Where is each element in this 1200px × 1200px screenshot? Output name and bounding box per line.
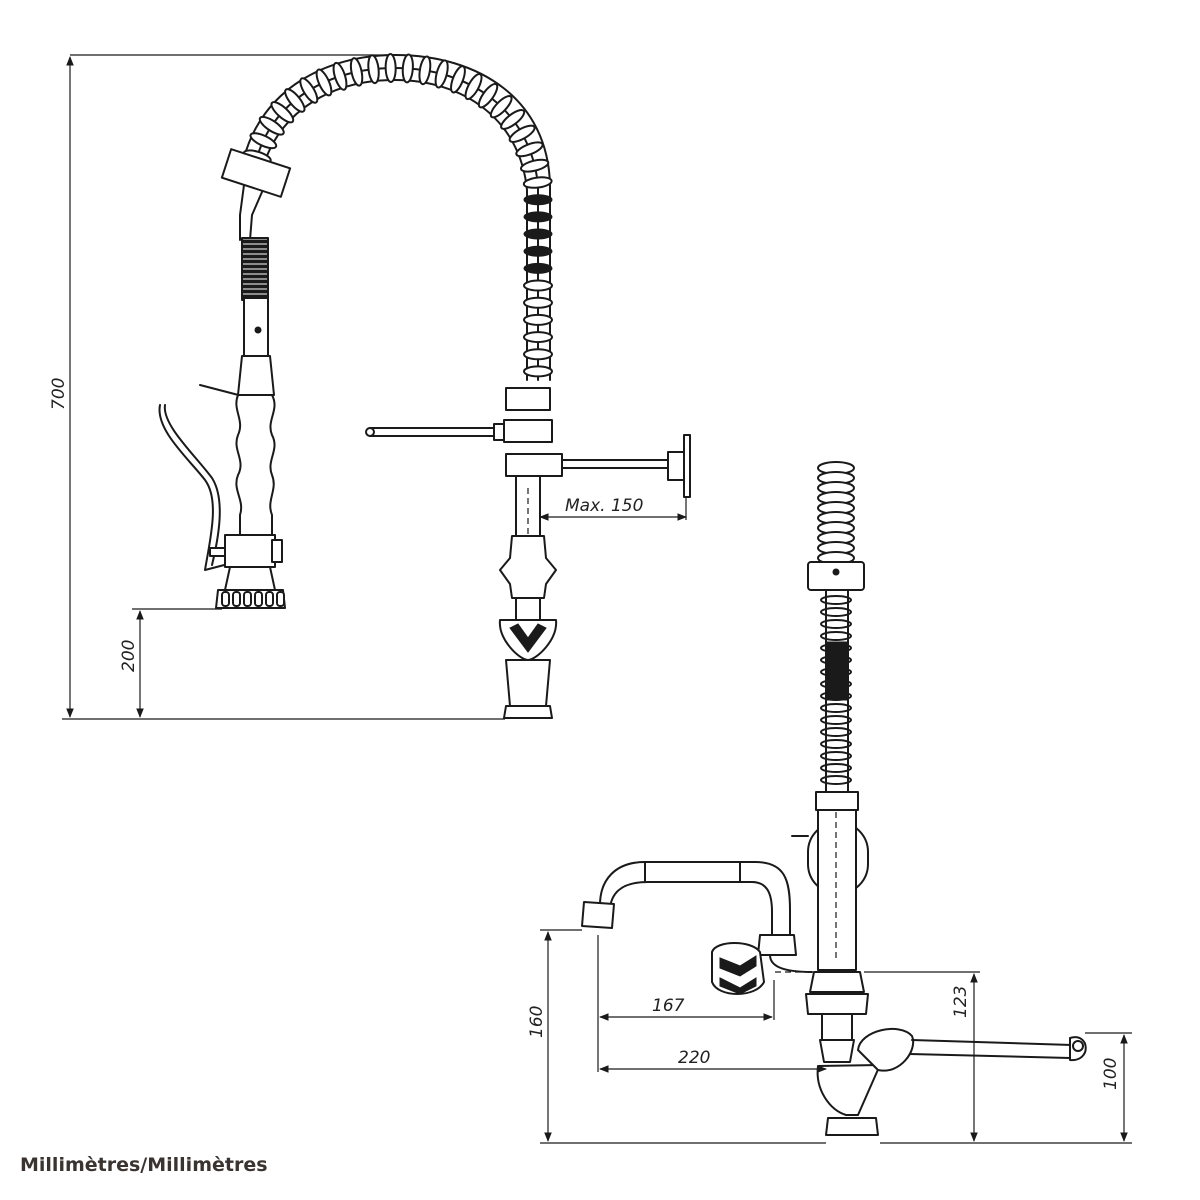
dimension-200: 200 bbox=[119, 608, 222, 718]
front-view: 700 200 bbox=[49, 53, 691, 720]
dim-label-220: 220 bbox=[678, 1048, 710, 1068]
spring-coil bbox=[242, 53, 553, 381]
dimension-123: 123 bbox=[864, 971, 980, 1144]
dimension-max-150: Max. 150 bbox=[539, 496, 687, 521]
dimension-100: 100 bbox=[980, 1032, 1132, 1144]
dim-label-100: 100 bbox=[1101, 1058, 1121, 1090]
spray-head-cap bbox=[220, 148, 292, 198]
mixer-column bbox=[365, 387, 691, 719]
hose-segment-left bbox=[239, 184, 269, 359]
dimension-160: 160 bbox=[527, 929, 826, 1144]
side-valve-body bbox=[791, 809, 881, 1136]
spray-gun bbox=[158, 355, 286, 609]
dim-label-200: 200 bbox=[119, 640, 139, 672]
units-footer: Millimètres/Millimètres bbox=[20, 1154, 268, 1176]
dim-label-167: 167 bbox=[652, 996, 685, 1016]
side-spring bbox=[807, 461, 865, 811]
dim-label-max-150: Max. 150 bbox=[565, 496, 643, 516]
dim-label-123: 123 bbox=[951, 986, 971, 1018]
side-view: 160 167 220 123 100 bbox=[527, 461, 1132, 1144]
side-lever bbox=[857, 1027, 1087, 1072]
dimension-167: 167 bbox=[597, 935, 775, 1072]
dimension-220: 220 bbox=[599, 1048, 827, 1073]
dimension-700: 700 bbox=[49, 54, 505, 720]
dim-label-160: 160 bbox=[527, 1006, 547, 1038]
dim-label-700: 700 bbox=[49, 378, 69, 410]
side-spout bbox=[581, 861, 820, 995]
